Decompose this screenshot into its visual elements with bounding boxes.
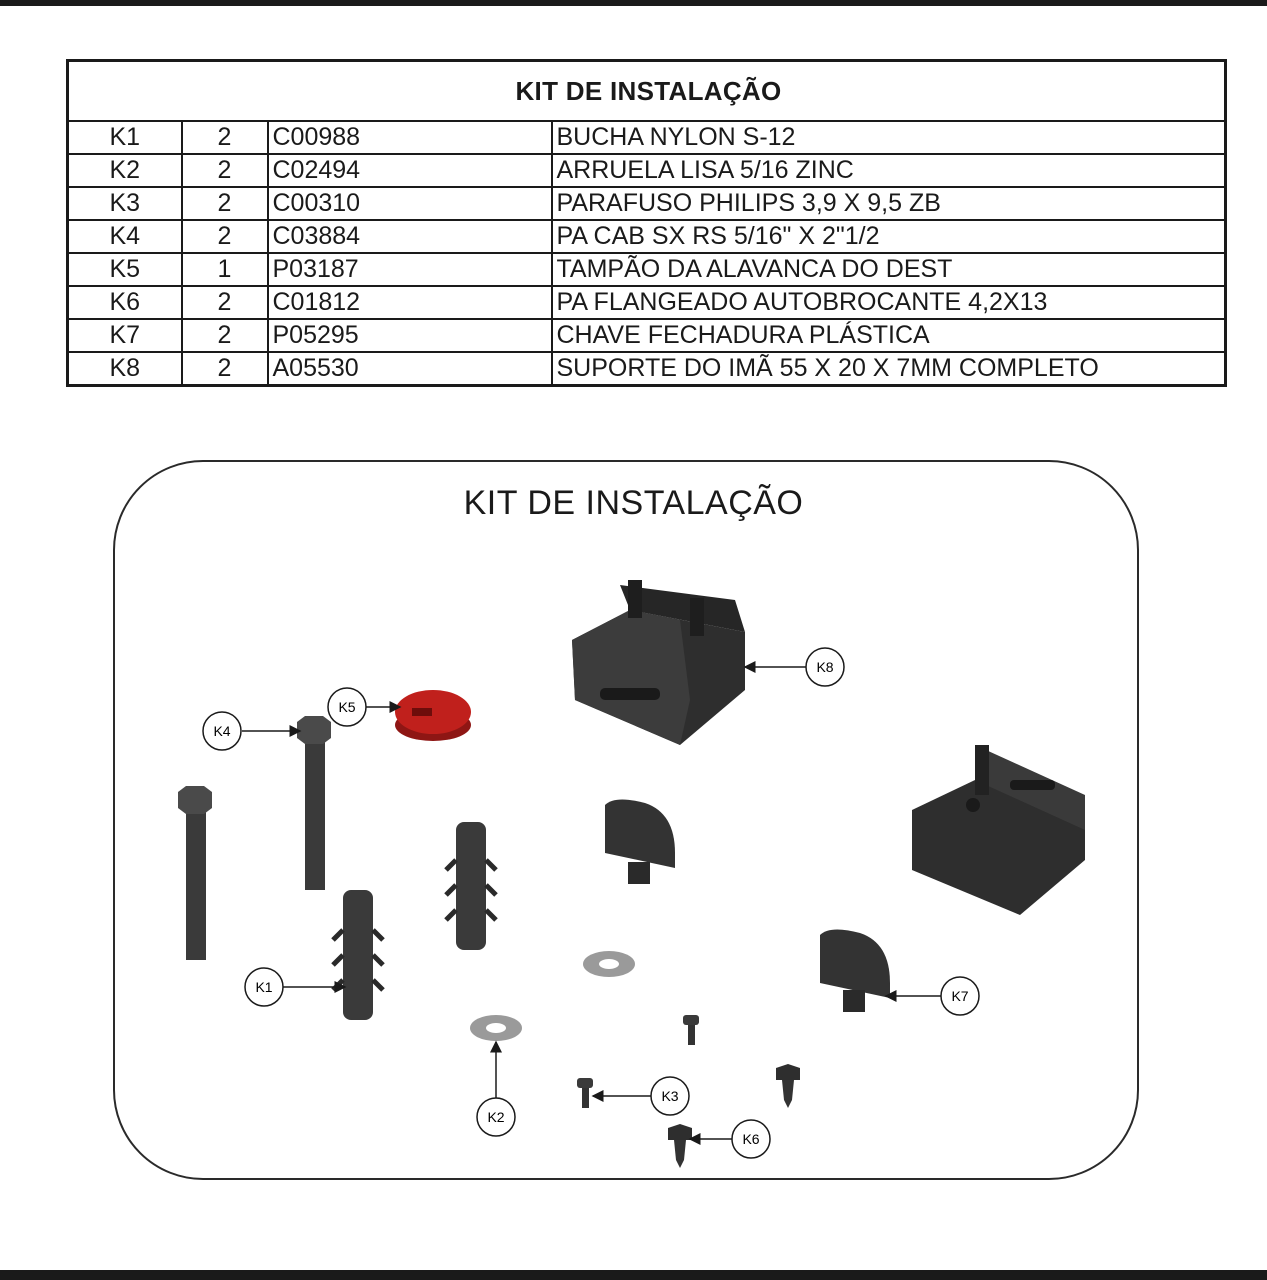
callout-k5: K5 bbox=[327, 687, 367, 727]
callout-k2-label: K2 bbox=[487, 1109, 504, 1125]
leader-lines bbox=[242, 661, 941, 1145]
callout-k3: K3 bbox=[650, 1076, 690, 1116]
item-qty: 2 bbox=[180, 318, 269, 353]
callout-k7-label: K7 bbox=[951, 988, 968, 1004]
self-drilling-screw-part bbox=[668, 1064, 800, 1168]
table-title: KIT DE INSTALAÇÃO bbox=[66, 59, 1227, 122]
diagram-panel bbox=[113, 460, 1139, 1180]
item-desc: TAMPÃO DA ALAVANCA DO DEST bbox=[550, 252, 1227, 287]
callout-k2: K2 bbox=[476, 1097, 516, 1137]
callout-k5-label: K5 bbox=[338, 699, 355, 715]
item-id: K5 bbox=[66, 252, 183, 287]
item-code: C02494 bbox=[266, 153, 553, 188]
item-id: K1 bbox=[66, 120, 183, 155]
magnet-bracket-part-b bbox=[912, 745, 1085, 915]
bottom-edge-bar bbox=[0, 1270, 1267, 1280]
washer-part bbox=[470, 951, 635, 1041]
table-row: K6 2 C01812 PA FLANGEADO AUTOBROCANTE 4,… bbox=[66, 285, 1227, 320]
item-qty: 2 bbox=[180, 219, 269, 254]
table-row: K2 2 C02494 ARRUELA LISA 5/16 ZINC bbox=[66, 153, 1227, 188]
item-code: C01812 bbox=[266, 285, 553, 320]
item-desc: PA FLANGEADO AUTOBROCANTE 4,2X13 bbox=[550, 285, 1227, 320]
callout-k6: K6 bbox=[731, 1119, 771, 1159]
item-id: K6 bbox=[66, 285, 183, 320]
item-id: K8 bbox=[66, 351, 183, 387]
item-qty: 2 bbox=[180, 186, 269, 221]
callout-k3-label: K3 bbox=[661, 1088, 678, 1104]
item-id: K7 bbox=[66, 318, 183, 353]
top-edge-bar bbox=[0, 0, 1267, 6]
callout-k4-label: K4 bbox=[213, 723, 230, 739]
callout-k4: K4 bbox=[202, 711, 242, 751]
item-desc: CHAVE FECHADURA PLÁSTICA bbox=[550, 318, 1227, 353]
item-desc: PA CAB SX RS 5/16" X 2"1/2 bbox=[550, 219, 1227, 254]
item-code: P03187 bbox=[266, 252, 553, 287]
item-id: K2 bbox=[66, 153, 183, 188]
table-row: K7 2 P05295 CHAVE FECHADURA PLÁSTICA bbox=[66, 318, 1227, 353]
wall-plug-part bbox=[331, 822, 498, 1020]
item-desc: PARAFUSO PHILIPS 3,9 X 9,5 ZB bbox=[550, 186, 1227, 221]
item-qty: 2 bbox=[180, 120, 269, 155]
item-desc: SUPORTE DO IMÃ 55 X 20 X 7MM COMPLETO bbox=[550, 351, 1227, 387]
item-qty: 2 bbox=[180, 285, 269, 320]
item-qty: 2 bbox=[180, 153, 269, 188]
lever-cap-part bbox=[395, 690, 471, 741]
item-desc: BUCHA NYLON S-12 bbox=[550, 120, 1227, 155]
table-row: K5 1 P03187 TAMPÃO DA ALAVANCA DO DEST bbox=[66, 252, 1227, 287]
callout-k7: K7 bbox=[940, 976, 980, 1016]
callout-k1-label: K1 bbox=[255, 979, 272, 995]
item-id: K4 bbox=[66, 219, 183, 254]
item-code: C00310 bbox=[266, 186, 553, 221]
item-qty: 1 bbox=[180, 252, 269, 287]
table-row: K3 2 C00310 PARAFUSO PHILIPS 3,9 X 9,5 Z… bbox=[66, 186, 1227, 221]
table-row: K1 2 C00988 BUCHA NYLON S-12 bbox=[66, 120, 1227, 155]
item-code: C03884 bbox=[266, 219, 553, 254]
hex-bolt-part bbox=[178, 716, 331, 960]
callout-k8-label: K8 bbox=[816, 659, 833, 675]
callout-k6-label: K6 bbox=[742, 1131, 759, 1147]
item-code: P05295 bbox=[266, 318, 553, 353]
item-desc: ARRUELA LISA 5/16 ZINC bbox=[550, 153, 1227, 188]
phillips-screw-part bbox=[577, 1015, 699, 1108]
kit-table: KIT DE INSTALAÇÃO K1 2 C00988 BUCHA NYLO… bbox=[66, 59, 1227, 387]
item-code: C00988 bbox=[266, 120, 553, 155]
callout-k8: K8 bbox=[805, 647, 845, 687]
magnet-bracket-part bbox=[572, 580, 745, 745]
item-qty: 2 bbox=[180, 351, 269, 387]
item-code: A05530 bbox=[266, 351, 553, 387]
lock-key-part bbox=[605, 799, 890, 1012]
diagram-title: KIT DE INSTALAÇÃO bbox=[463, 484, 804, 522]
table-row: K4 2 C03884 PA CAB SX RS 5/16" X 2"1/2 bbox=[66, 219, 1227, 254]
callout-k1: K1 bbox=[244, 967, 284, 1007]
item-id: K3 bbox=[66, 186, 183, 221]
table-row: K8 2 A05530 SUPORTE DO IMÃ 55 X 20 X 7MM… bbox=[66, 351, 1227, 387]
